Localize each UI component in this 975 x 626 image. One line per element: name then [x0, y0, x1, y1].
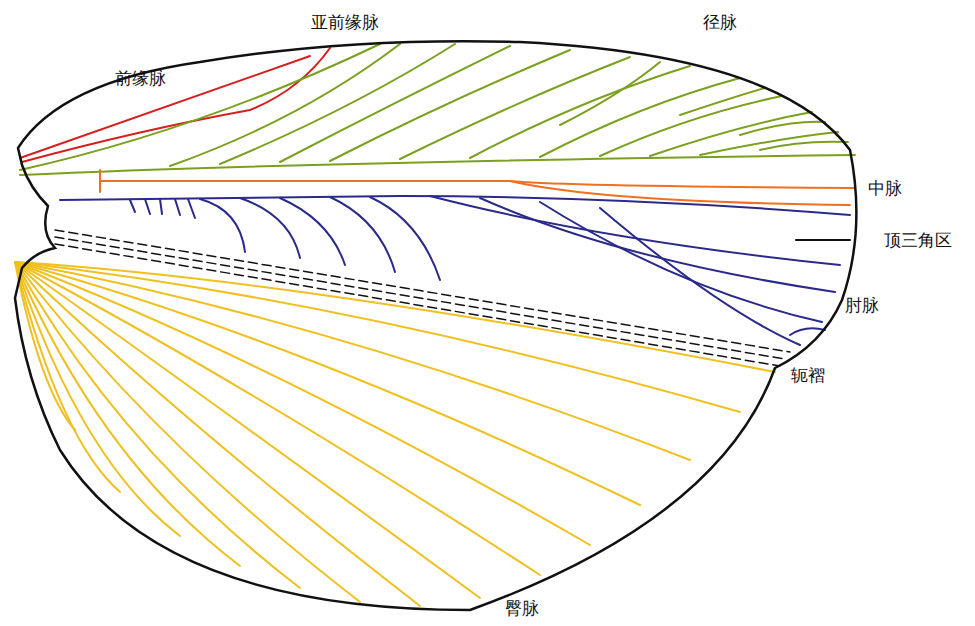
part-label: 顶三角区	[884, 230, 952, 250]
part-label: 轭褶	[791, 365, 825, 385]
part-label: 前缘脉	[115, 68, 166, 88]
part-label: 臀脉	[505, 598, 539, 618]
part-label: 亚前缘脉	[311, 12, 379, 32]
part-label: 肘脉	[845, 295, 879, 315]
part-label: 中脉	[868, 178, 902, 198]
part-label: 径脉	[703, 12, 737, 32]
